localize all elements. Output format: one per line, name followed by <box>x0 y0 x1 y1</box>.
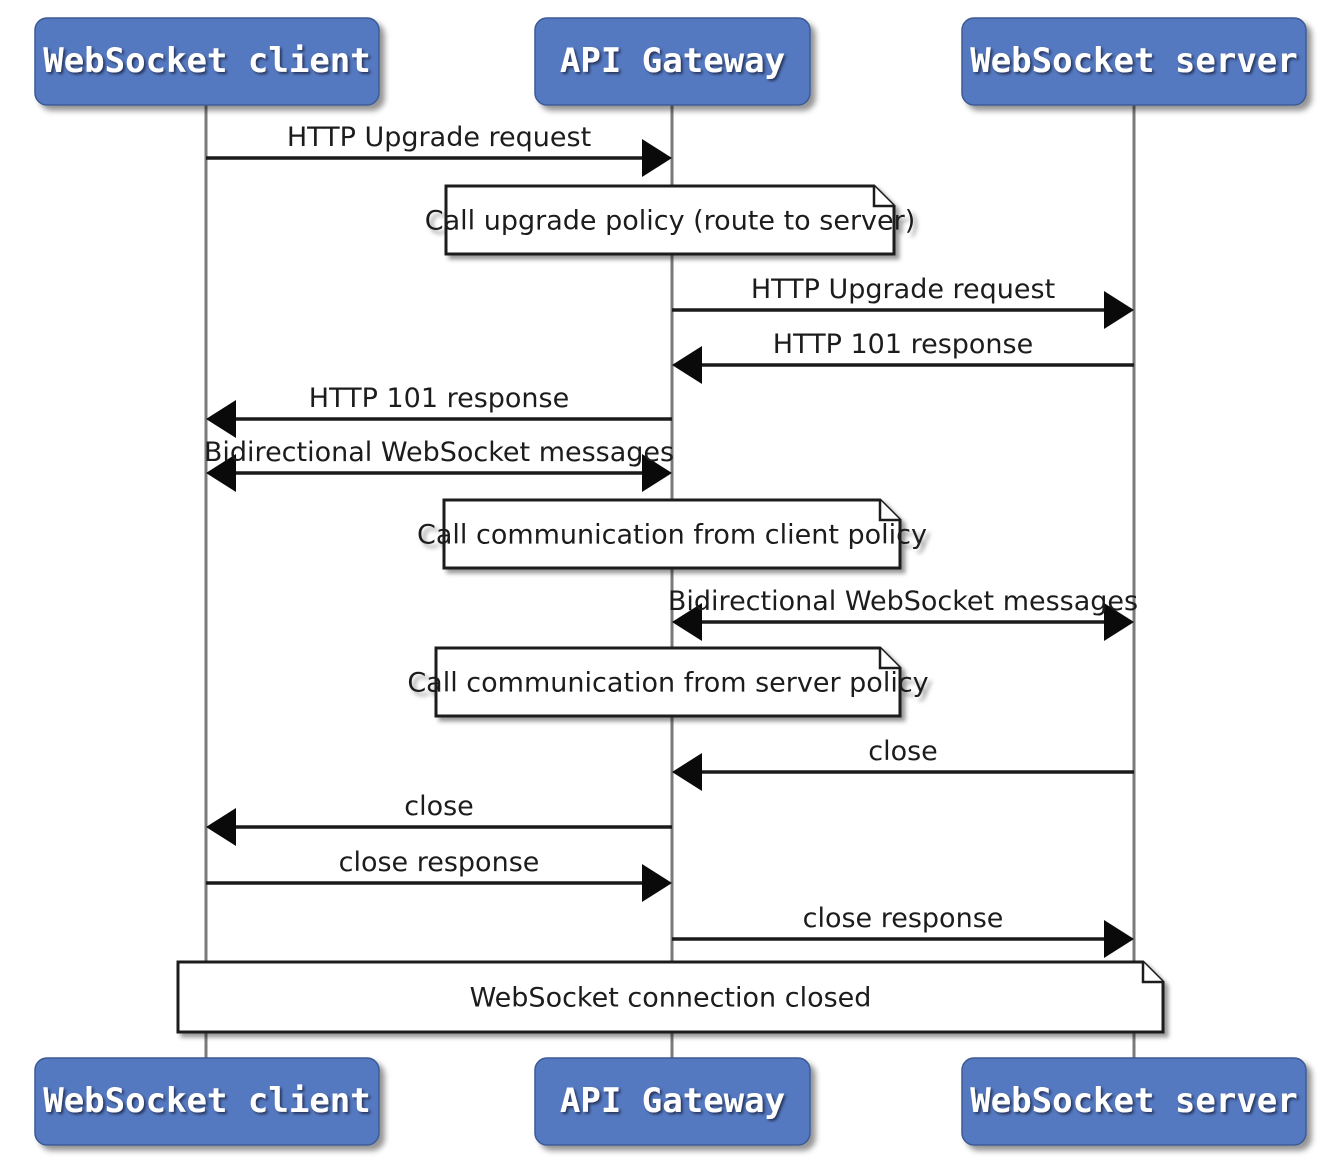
participant-box[interactable] <box>534 1057 811 1146</box>
participant-gateway-bottom[interactable]: API Gateway <box>534 1057 811 1146</box>
note-fold-corner-icon <box>878 648 900 670</box>
participant-box[interactable] <box>961 17 1307 106</box>
participant-box[interactable] <box>34 1057 380 1146</box>
message-label: HTTP 101 response <box>773 329 1033 360</box>
note-text: Call communication from client policy <box>417 520 927 551</box>
participant-box[interactable] <box>34 17 380 106</box>
arrowhead-icon <box>1104 603 1134 641</box>
message-label: HTTP Upgrade request <box>751 274 1055 305</box>
message-1: HTTP Upgrade request <box>206 122 672 177</box>
participant-client-bottom[interactable]: WebSocket client <box>34 1057 380 1146</box>
participant-server-top[interactable]: WebSocket server <box>961 17 1307 106</box>
participant-server-bottom[interactable]: WebSocket server <box>961 1057 1307 1146</box>
arrowhead-icon <box>642 454 672 492</box>
note-3: Call communication from server policy <box>407 646 929 718</box>
message-9: close response <box>206 847 672 902</box>
arrowhead-icon <box>206 400 236 438</box>
note-text: Call upgrade policy (route to server) <box>425 206 916 237</box>
participant-label: WebSocket client <box>43 41 371 81</box>
participant-box[interactable] <box>961 1057 1307 1146</box>
arrowhead-icon <box>206 808 236 846</box>
note-text: WebSocket connection closed <box>470 983 872 1014</box>
arrowhead-icon <box>1104 920 1134 958</box>
arrowhead-icon <box>672 753 702 791</box>
participant-label: API Gateway <box>560 41 785 81</box>
message-label: HTTP Upgrade request <box>287 122 591 153</box>
message-3: HTTP 101 response <box>672 329 1134 384</box>
message-label: HTTP 101 response <box>309 383 569 414</box>
arrowhead-icon <box>1104 291 1134 329</box>
message-5: Bidirectional WebSocket messages <box>204 437 674 492</box>
note-4: WebSocket connection closed <box>176 960 1165 1034</box>
arrowhead-icon <box>642 139 672 177</box>
participant-box[interactable] <box>534 17 811 106</box>
message-8: close <box>206 791 672 846</box>
note-1: Call upgrade policy (route to server) <box>425 184 916 256</box>
note-fold-corner-icon <box>878 500 900 522</box>
arrowhead-icon <box>672 346 702 384</box>
message-6: Bidirectional WebSocket messages <box>668 586 1138 641</box>
participant-client-top[interactable]: WebSocket client <box>34 17 380 106</box>
note-body <box>434 646 902 718</box>
arrowhead-icon <box>642 864 672 902</box>
participant-gateway-top[interactable]: API Gateway <box>534 17 811 106</box>
message-10: close response <box>672 903 1134 958</box>
message-label: close <box>868 736 938 767</box>
note-body <box>442 498 902 570</box>
message-label: Bidirectional WebSocket messages <box>204 437 674 468</box>
message-label: close <box>404 791 474 822</box>
note-fold-corner-icon <box>872 186 894 208</box>
arrowhead-icon <box>672 603 702 641</box>
participant-label: WebSocket server <box>970 41 1298 81</box>
note-body <box>444 184 896 256</box>
message-7: close <box>672 736 1134 791</box>
notes-group: Call upgrade policy (route to server) Cal… <box>176 184 1165 1034</box>
note-fold-corner-icon <box>1141 962 1163 984</box>
participant-label: WebSocket client <box>43 1081 371 1121</box>
message-label: close response <box>339 847 540 878</box>
lifelines-group <box>204 105 1136 1058</box>
message-label: close response <box>803 903 1004 934</box>
participant-label: API Gateway <box>560 1081 785 1121</box>
message-label: Bidirectional WebSocket messages <box>668 586 1138 617</box>
note-body <box>176 960 1165 1034</box>
note-text: Call communication from server policy <box>407 668 928 699</box>
message-4: HTTP 101 response <box>206 383 672 438</box>
note-2: Call communication from client policy <box>417 498 927 570</box>
arrowhead-icon <box>206 454 236 492</box>
message-2: HTTP Upgrade request <box>672 274 1134 329</box>
participant-label: WebSocket server <box>970 1081 1298 1121</box>
